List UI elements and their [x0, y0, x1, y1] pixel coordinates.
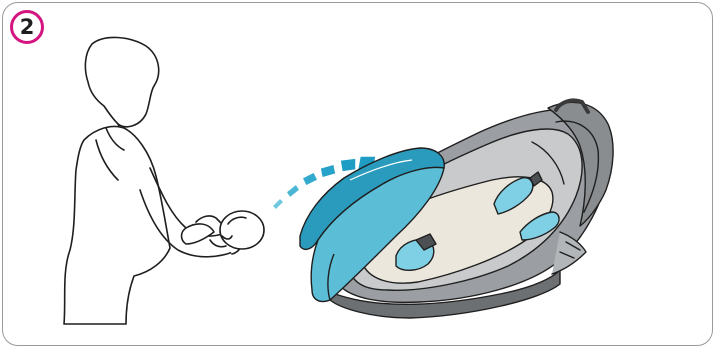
person-holding-baby-icon	[64, 37, 264, 324]
